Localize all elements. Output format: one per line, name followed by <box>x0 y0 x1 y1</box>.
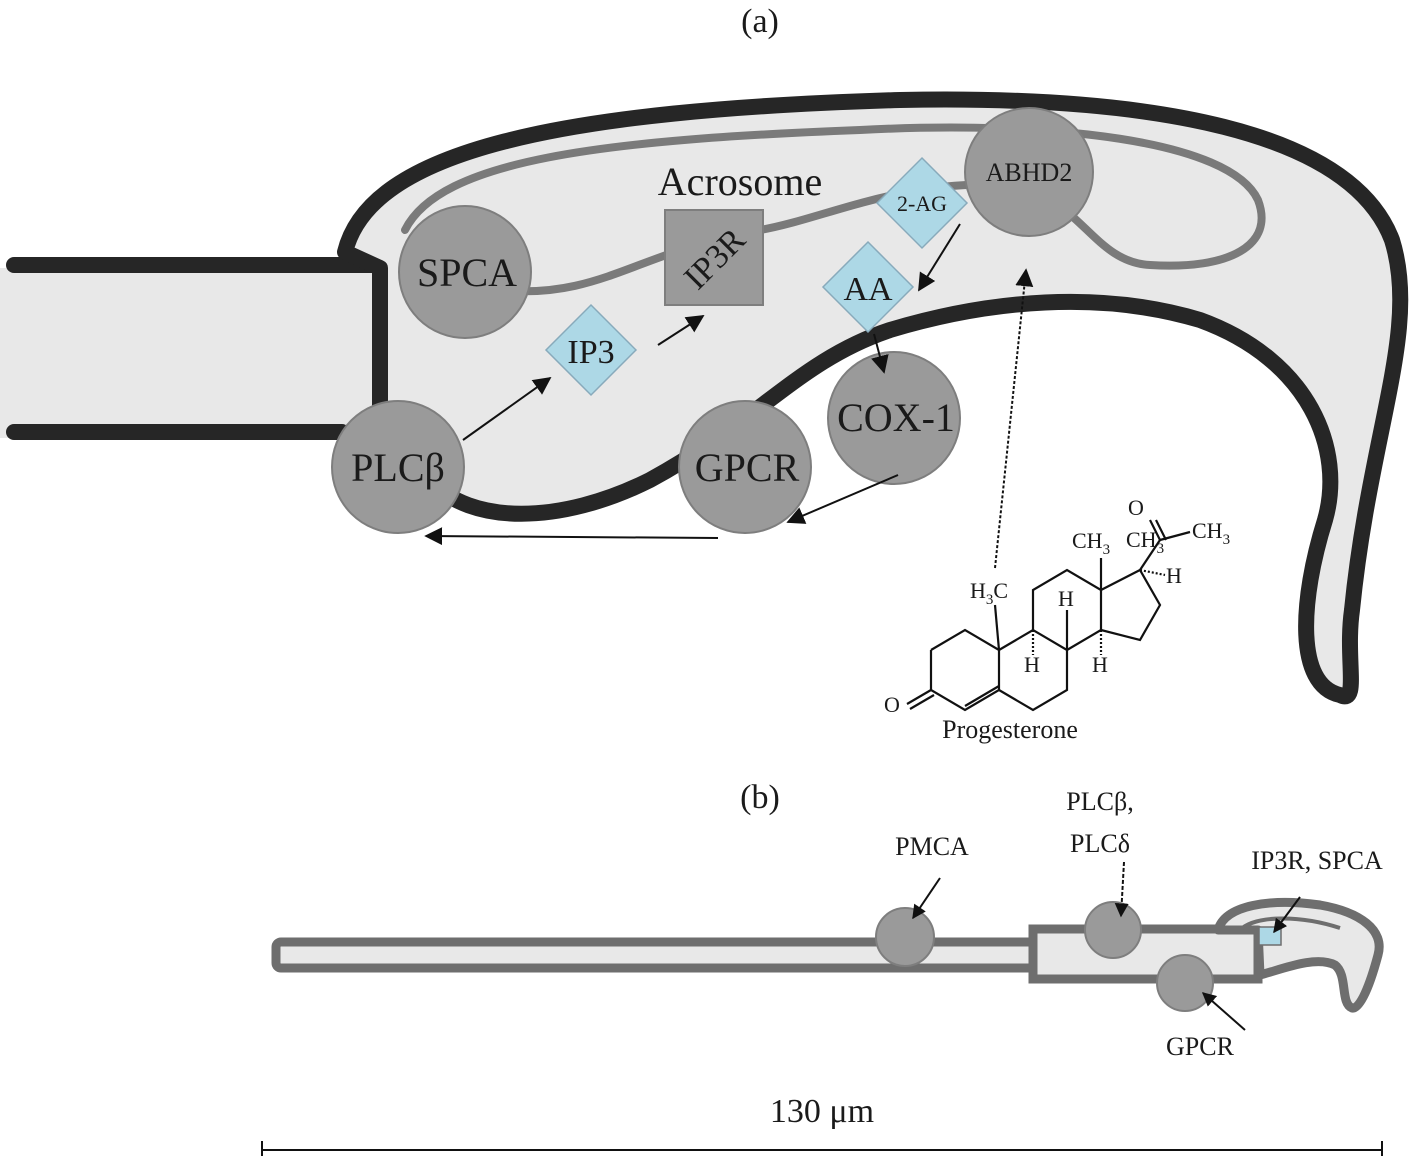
svg-text:IP3: IP3 <box>567 334 614 371</box>
pmca-label: PMCA <box>895 832 969 861</box>
svg-text:GPCR: GPCR <box>695 445 800 490</box>
acrosome-label: Acrosome <box>658 159 822 204</box>
ip3-messenger: IP3 <box>544 303 638 397</box>
progesterone-labels: CH3 CH3 CH3 H3C O O H H H H Progesterone <box>884 495 1230 744</box>
abhd2-protein: ABHD2 <box>964 107 1094 237</box>
svg-text:AA: AA <box>843 271 893 308</box>
2-ag-messenger: 2-AG <box>875 156 969 250</box>
svg-text:H: H <box>1166 563 1182 588</box>
spca-protein: SPCA <box>398 205 532 339</box>
svg-text:CH3: CH3 <box>1192 518 1230 548</box>
ch3-label-top: CH3 <box>1126 527 1164 557</box>
plc-label-2: PLCδ <box>1070 829 1130 858</box>
svg-text:O: O <box>884 692 900 717</box>
svg-text:O: O <box>1128 495 1144 520</box>
svg-text:CH3: CH3 <box>1072 528 1110 558</box>
svg-text:COX-1: COX-1 <box>837 395 955 440</box>
ip3r-receptor: IP3R <box>664 209 764 306</box>
pmca-protein <box>875 907 935 967</box>
midpiece <box>0 257 380 440</box>
whole-sperm-schematic <box>271 897 1384 1013</box>
svg-text:2-AG: 2-AG <box>897 191 947 216</box>
gpcr-protein: GPCR <box>678 400 812 534</box>
sperm-head <box>337 91 1409 705</box>
progesterone-molecule <box>906 519 1191 712</box>
gpcr-label-b: GPCR <box>1166 1032 1235 1061</box>
panel-b-arrows <box>912 861 1301 1031</box>
pathway-arrows <box>424 223 1034 569</box>
scale-bar: 130 μm <box>261 1093 1383 1156</box>
panel-b-label: (b) <box>740 779 780 816</box>
cox1-protein: COX-1 <box>827 351 961 485</box>
progesterone-name: Progesterone <box>942 715 1078 744</box>
panel-a-label: (a) <box>741 3 779 40</box>
svg-text:SPCA: SPCA <box>417 250 517 295</box>
plc-protein <box>1084 901 1142 959</box>
plcb-protein: PLCβ <box>331 400 465 534</box>
svg-text:130 μm: 130 μm <box>770 1093 874 1130</box>
svg-text:PLCβ: PLCβ <box>351 445 445 490</box>
ip3r-spca-label: IP3R, SPCA <box>1251 846 1383 875</box>
plc-label-1: PLCβ, <box>1066 787 1133 816</box>
svg-text:H: H <box>1058 586 1074 611</box>
aa-messenger: AA <box>821 240 915 334</box>
svg-text:H: H <box>1024 652 1040 677</box>
svg-text:H3C: H3C <box>970 578 1008 608</box>
svg-text:ABHD2: ABHD2 <box>986 158 1073 187</box>
gpcr-protein-b <box>1156 954 1214 1012</box>
svg-text:H: H <box>1092 652 1108 677</box>
